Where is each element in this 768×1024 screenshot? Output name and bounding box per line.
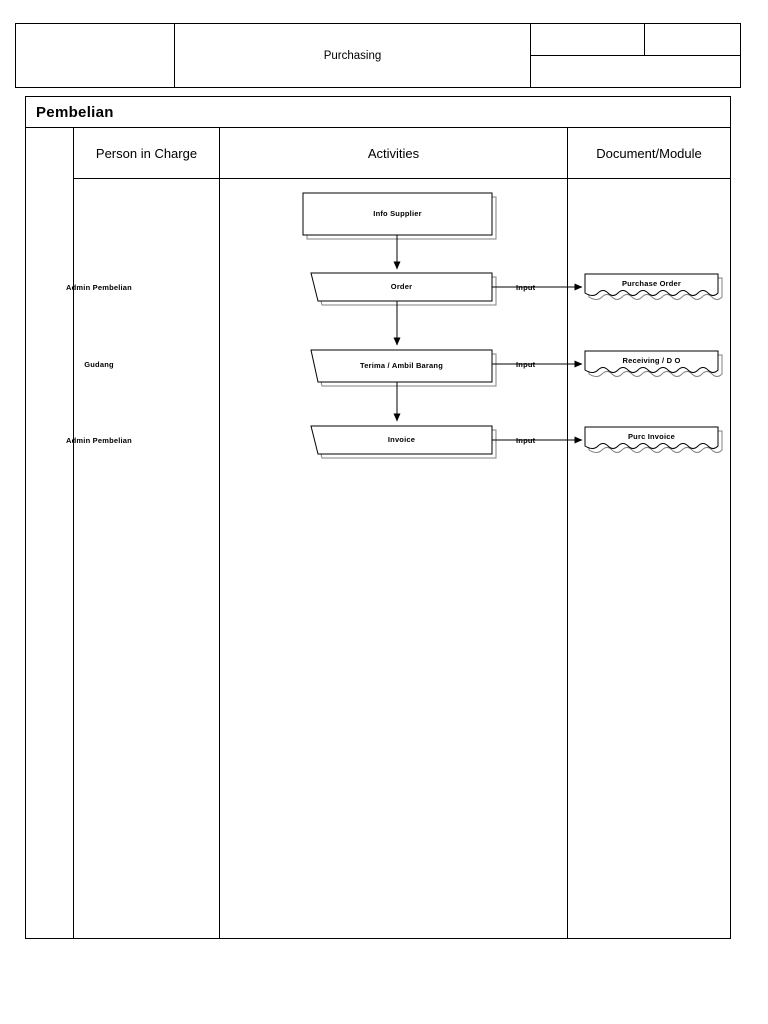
column-header-document-module: Document/Module — [568, 128, 730, 179]
activity-label-invoice: Invoice — [387, 434, 416, 444]
edge-label-terima-input: Input — [516, 360, 536, 369]
document-label-receiving-do: Receiving / D O — [622, 356, 681, 366]
activity-label-order: Order — [390, 281, 413, 291]
header-meta-cell-3 — [531, 56, 741, 88]
pic-label-terima-ambil-barang: Gudang — [84, 360, 114, 369]
swimlane-column-activities: Activities — [219, 128, 567, 939]
header-meta-cell-1 — [531, 24, 645, 56]
edge-label-order-input: Input — [516, 283, 536, 292]
activity-label-info-supplier: Info Supplier — [373, 208, 422, 218]
page-title: Purchasing — [323, 49, 382, 62]
header-meta-cell-2 — [645, 24, 741, 56]
column-header-person-in-charge: Person in Charge — [74, 128, 219, 179]
edge-label-invoice-input: Input — [516, 436, 536, 445]
pic-label-invoice: Admin Pembelian — [66, 436, 132, 445]
process-name-bar: Pembelian — [26, 97, 730, 128]
process-name: Pembelian — [36, 103, 114, 121]
activity-label-terima-ambil-barang: Terima / Ambil Barang — [360, 360, 443, 370]
swimlane-table: Person in Charge Activities Document/Mod… — [73, 128, 731, 939]
header-title-cell: Purchasing — [175, 24, 531, 87]
pic-label-order: Admin Pembelian — [66, 283, 132, 292]
swimlane-column-person-in-charge: Person in Charge — [73, 128, 219, 939]
column-header-activities: Activities — [220, 128, 567, 179]
flowchart-frame: Pembelian Person in Charge Activities Do… — [25, 96, 731, 939]
header-logo-cell — [16, 24, 175, 87]
document-label-purchase-order: Purchase Order — [621, 279, 682, 289]
document-header-block: Purchasing — [15, 23, 741, 88]
document-label-purc-invoice: Purc Invoice — [627, 432, 675, 442]
swimlane-column-document-module: Document/Module — [567, 128, 731, 939]
